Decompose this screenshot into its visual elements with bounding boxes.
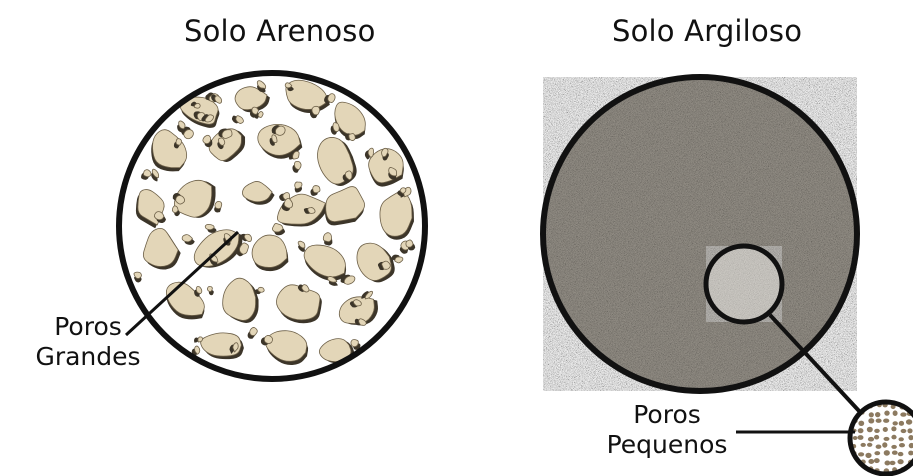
large-pores-label-line2: Grandes: [28, 342, 148, 372]
clay-particle: [900, 412, 906, 416]
clay-particle: [883, 427, 888, 432]
small-pores-label-line1: Poros: [592, 400, 742, 430]
large-pores-label-line1: Poros: [28, 312, 148, 342]
clay-particle: [898, 452, 904, 456]
clay-particle: [859, 469, 864, 474]
large-pores-label: Poros Grandes: [28, 312, 148, 372]
clay-particle: [843, 411, 848, 416]
clay-particle: [858, 452, 864, 456]
clay-particle: [893, 410, 898, 416]
clay-particle: [899, 421, 904, 426]
small-pores-label: Poros Pequenos: [592, 400, 742, 460]
clay-particle: [867, 427, 873, 433]
clay-particle: [874, 451, 880, 455]
clay-particle: [884, 450, 890, 456]
clay-particle: [891, 426, 896, 431]
clay-particle: [883, 419, 889, 423]
clay-particle: [858, 435, 864, 440]
clay-particle: [899, 397, 905, 401]
clay-particle: [869, 412, 874, 417]
clay-magnified-region: [706, 246, 782, 322]
clay-particle: [890, 461, 896, 465]
clay-particle: [876, 419, 882, 423]
clay-particle: [892, 395, 897, 399]
clay-particle: [868, 459, 874, 464]
clay-particle: [852, 469, 857, 473]
clay-particle: [899, 443, 905, 447]
clay-particle: [858, 428, 864, 433]
clay-particle: [891, 435, 896, 440]
clay-particle: [867, 443, 872, 447]
clay-particle: [869, 397, 874, 402]
clay-particle: [844, 469, 849, 474]
clay-particle: [907, 428, 912, 433]
clay-particle: [844, 404, 849, 409]
clay-particle: [874, 429, 880, 433]
clay-particle: [844, 420, 849, 425]
clay-particle: [893, 421, 898, 425]
clay-particle: [908, 396, 913, 401]
clay-particle: [876, 445, 882, 449]
clay-particle: [858, 421, 864, 426]
clay-particle: [853, 436, 858, 440]
sandy-soil-circle: [119, 73, 425, 379]
clay-particle: [884, 411, 889, 416]
clay-particle: [882, 442, 887, 447]
clay-particle: [906, 419, 912, 424]
clay-particle: [885, 461, 891, 466]
clay-particle: [874, 435, 879, 440]
clay-particle: [861, 395, 867, 400]
sandy-soil-title: Solo Arenoso: [184, 14, 376, 48]
clay-particle: [865, 453, 871, 458]
clay-particle: [899, 437, 904, 441]
clay-particle: [901, 429, 907, 433]
clay-particle: [891, 445, 897, 449]
small-pores-label-line2: Pequenos: [592, 430, 742, 460]
clay-particle: [852, 396, 857, 401]
clay-particle: [892, 451, 898, 455]
clay-particle: [843, 460, 849, 465]
clay-particle: [844, 452, 849, 457]
clay-particle: [875, 396, 881, 400]
clay-particle: [874, 458, 880, 463]
clay-soil-title: Solo Argiloso: [612, 14, 802, 48]
clay-particle: [868, 437, 874, 442]
clay-particle: [884, 437, 890, 441]
clay-particle: [898, 459, 904, 464]
clay-particle: [868, 418, 874, 423]
clay-particle: [861, 443, 866, 447]
clay-soil-circle: [543, 77, 857, 391]
clay-particle: [875, 412, 880, 417]
